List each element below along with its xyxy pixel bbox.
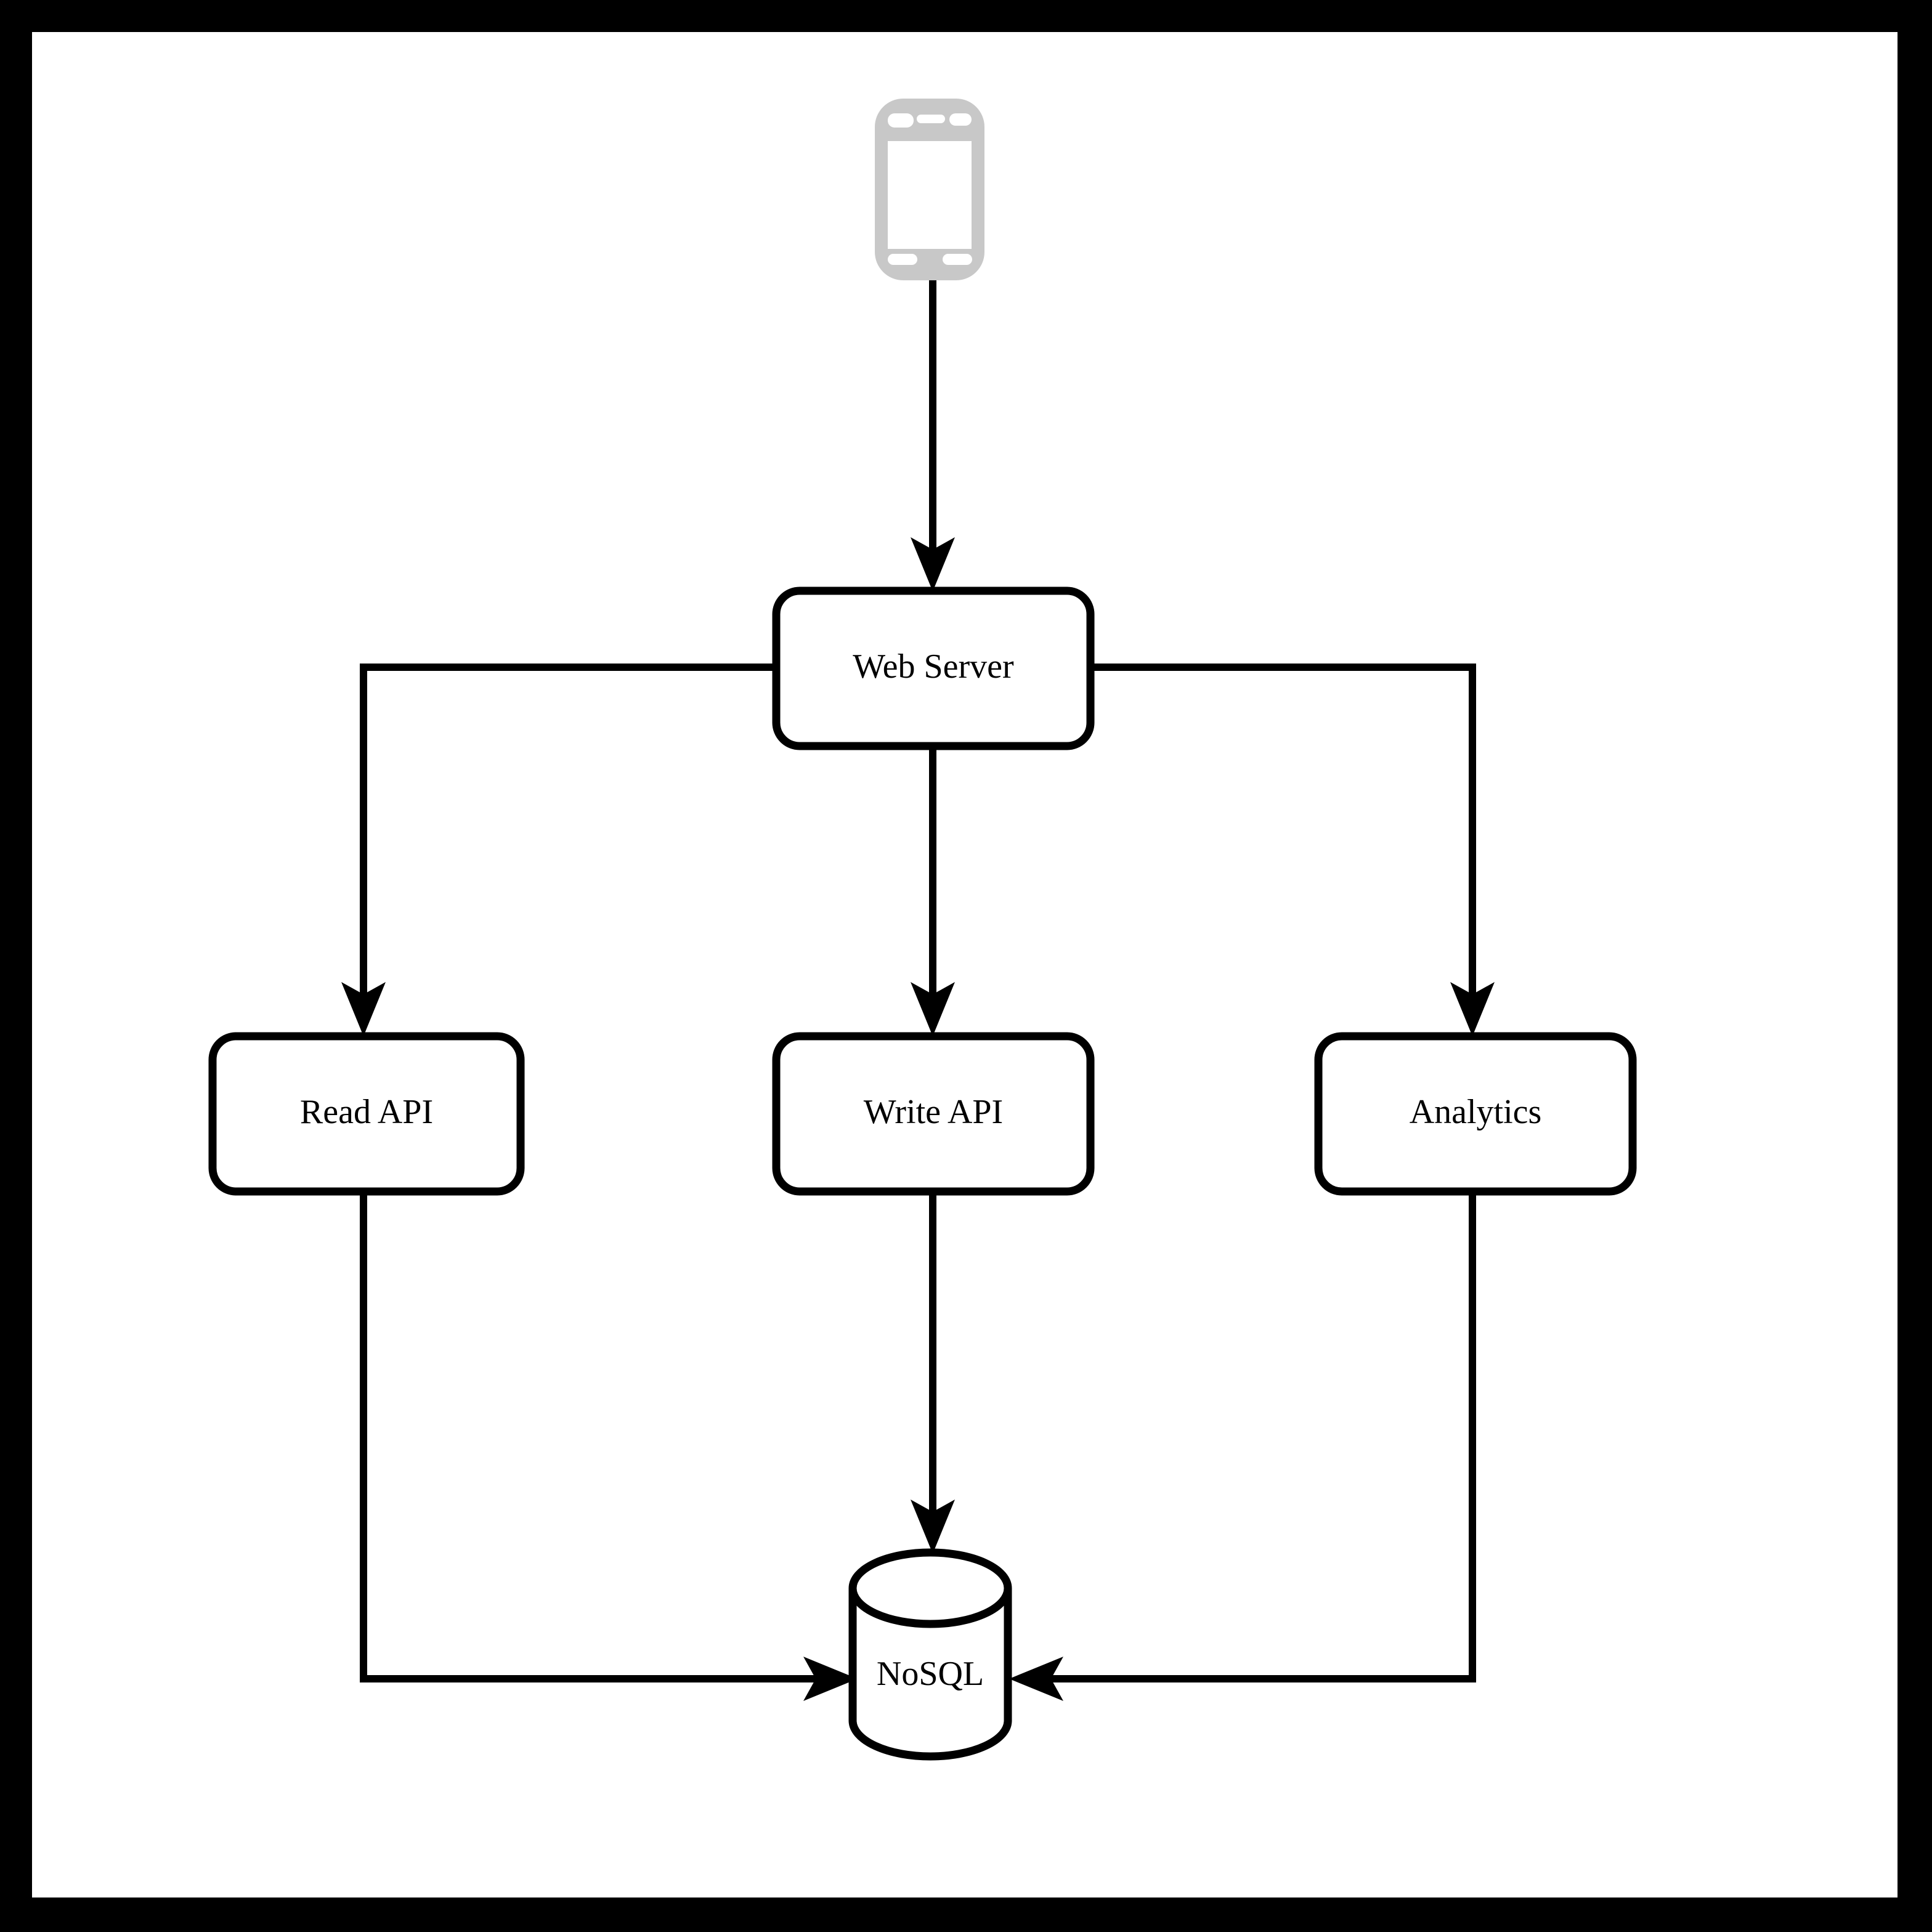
web-server-label: Web Server [853,647,1014,686]
phone-top-gap-right [949,113,972,126]
edge-write-api-to-nosql [911,1192,955,1554]
edge-line [360,1192,819,1682]
edge-read-api-to-nosql [360,1192,858,1701]
edge-line [1090,664,1476,998]
phone-button-right [943,254,972,265]
edge-client-to-web-server [911,280,955,591]
write-api-box[interactable] [772,1032,1095,1196]
nosql-label: NoSQL [877,1655,984,1693]
edge-analytics-to-nosql [1009,1192,1476,1701]
node-client[interactable] [875,99,984,280]
arrowhead-down-icon [341,982,386,1036]
phone-button-left [888,254,917,265]
read-api-label: Read API [300,1093,433,1131]
mobile-phone-icon [875,99,984,280]
phone-screen [888,141,972,249]
arrowhead-left-icon [1009,1657,1063,1701]
phone-speaker [917,115,945,123]
edge-web-server-to-write-api [911,746,955,1036]
arrowhead-down-icon [911,982,955,1036]
nosql-cylinder-body[interactable] [848,1588,1012,1761]
analytics-label: Analytics [1410,1093,1542,1131]
edge-web-server-to-analytics [1090,664,1495,1036]
node-write-api[interactable]: Write API [772,1032,1095,1196]
node-analytics[interactable]: Analytics [1314,1032,1637,1196]
arrowhead-down-icon [1450,982,1495,1036]
phone-top-gap-left [888,113,914,128]
read-api-box[interactable] [208,1032,525,1196]
web-server-box[interactable] [772,586,1095,750]
write-api-label: Write API [864,1093,1003,1131]
arrowhead-down-icon [911,1500,955,1554]
node-web-server[interactable]: Web Server [772,586,1095,750]
node-nosql[interactable]: NoSQL [848,1548,1012,1761]
arrowhead-right-icon [803,1657,858,1701]
edge-line [360,664,776,998]
node-read-api[interactable]: Read API [208,1032,525,1196]
arrowhead-down-icon [911,537,955,591]
edge-line [1047,1192,1476,1682]
edge-web-server-to-read-api [341,664,776,1036]
nosql-cylinder-top[interactable] [848,1548,1012,1628]
analytics-box[interactable] [1314,1032,1637,1196]
